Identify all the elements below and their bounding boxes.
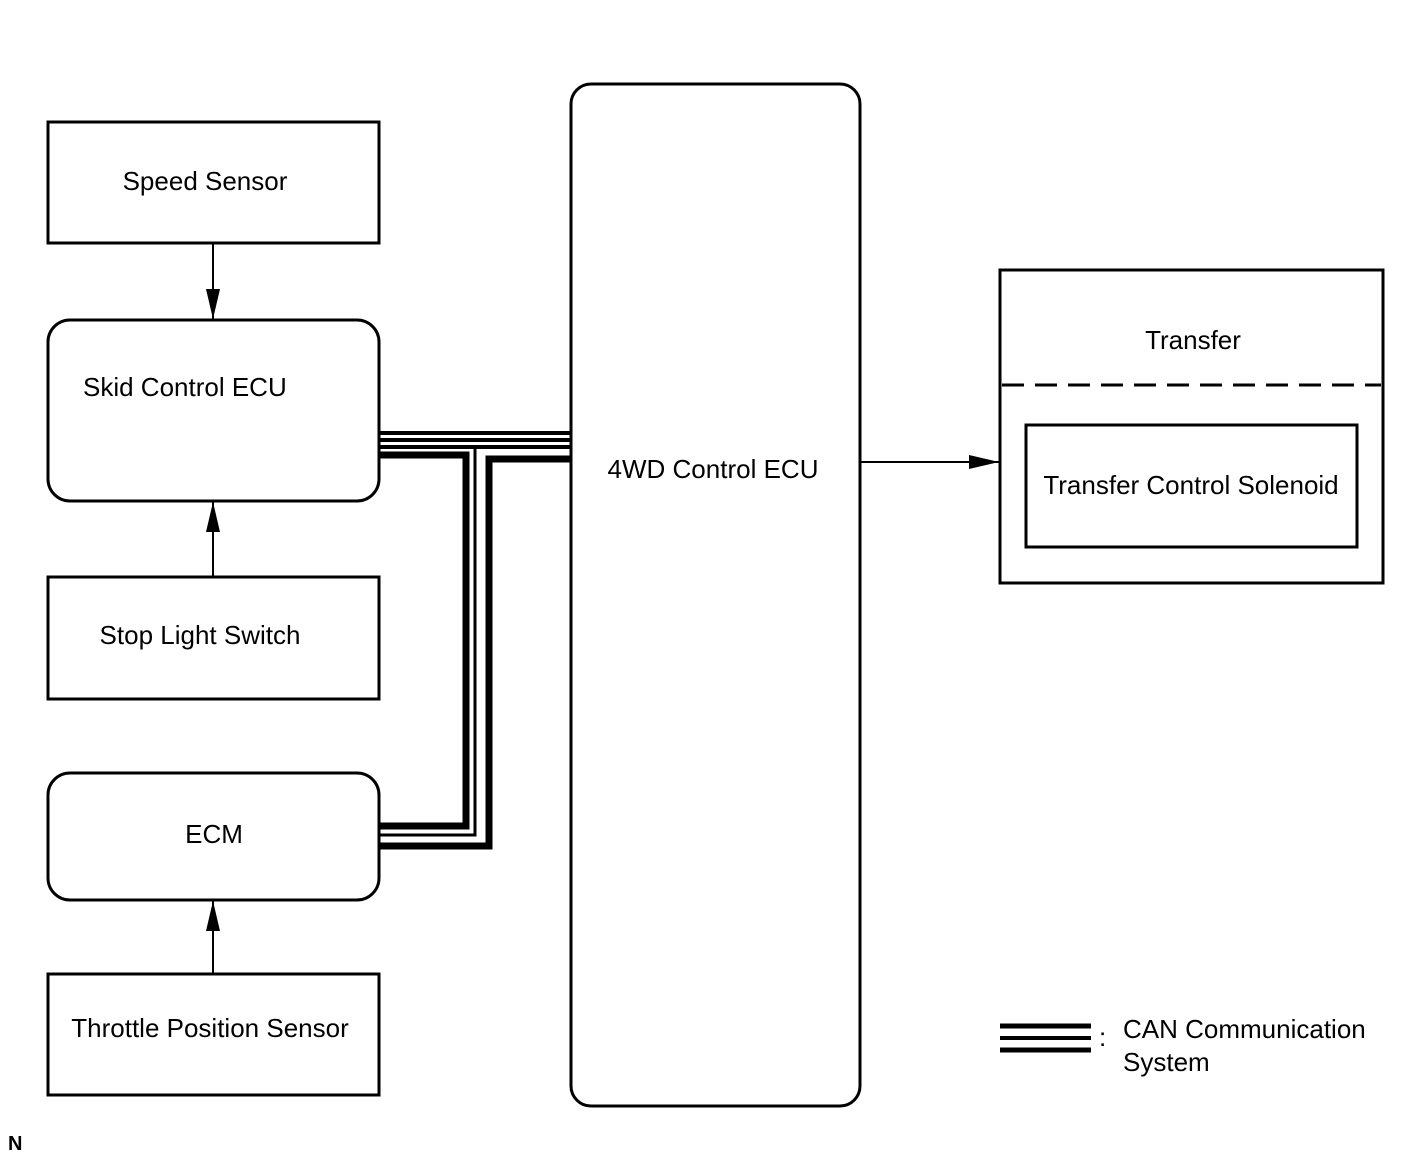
transfer-node: Transfer Transfer Control Solenoid bbox=[998, 268, 1385, 585]
stop-light-switch-label: Stop Light Switch bbox=[100, 620, 301, 650]
throttle-position-sensor-label: Throttle Position Sensor bbox=[71, 1013, 349, 1043]
fwd-control-ecu-label: 4WD Control ECU bbox=[608, 454, 819, 484]
transfer-label: Transfer bbox=[1145, 325, 1241, 355]
throttle-position-sensor-node: Throttle Position Sensor bbox=[46, 972, 381, 1097]
legend: : CAN Communication System bbox=[1000, 1014, 1366, 1077]
speed-sensor-node: Speed Sensor bbox=[46, 120, 381, 245]
corner-mark: N bbox=[8, 1133, 22, 1155]
legend-label-line1: CAN Communication bbox=[1123, 1014, 1366, 1044]
legend-separator: : bbox=[1099, 1022, 1106, 1052]
stop-light-switch-node: Stop Light Switch bbox=[46, 575, 381, 701]
legend-label-line2: System bbox=[1123, 1047, 1210, 1077]
ecm-node: ECM bbox=[46, 771, 381, 902]
legend-can-line-symbol bbox=[1000, 1023, 1091, 1053]
can-bus-ecm-to-fwd bbox=[380, 447, 571, 850]
skid-control-ecu-node: Skid Control ECU bbox=[46, 318, 381, 503]
ecm-label: ECM bbox=[185, 819, 243, 849]
speed-sensor-label: Speed Sensor bbox=[123, 166, 288, 196]
skid-control-ecu-label: Skid Control ECU bbox=[83, 372, 287, 402]
fwd-control-ecu-node: 4WD Control ECU bbox=[569, 82, 862, 1108]
can-bus-skid-to-fwd bbox=[380, 431, 571, 449]
transfer-control-solenoid-label: Transfer Control Solenoid bbox=[1043, 470, 1338, 500]
